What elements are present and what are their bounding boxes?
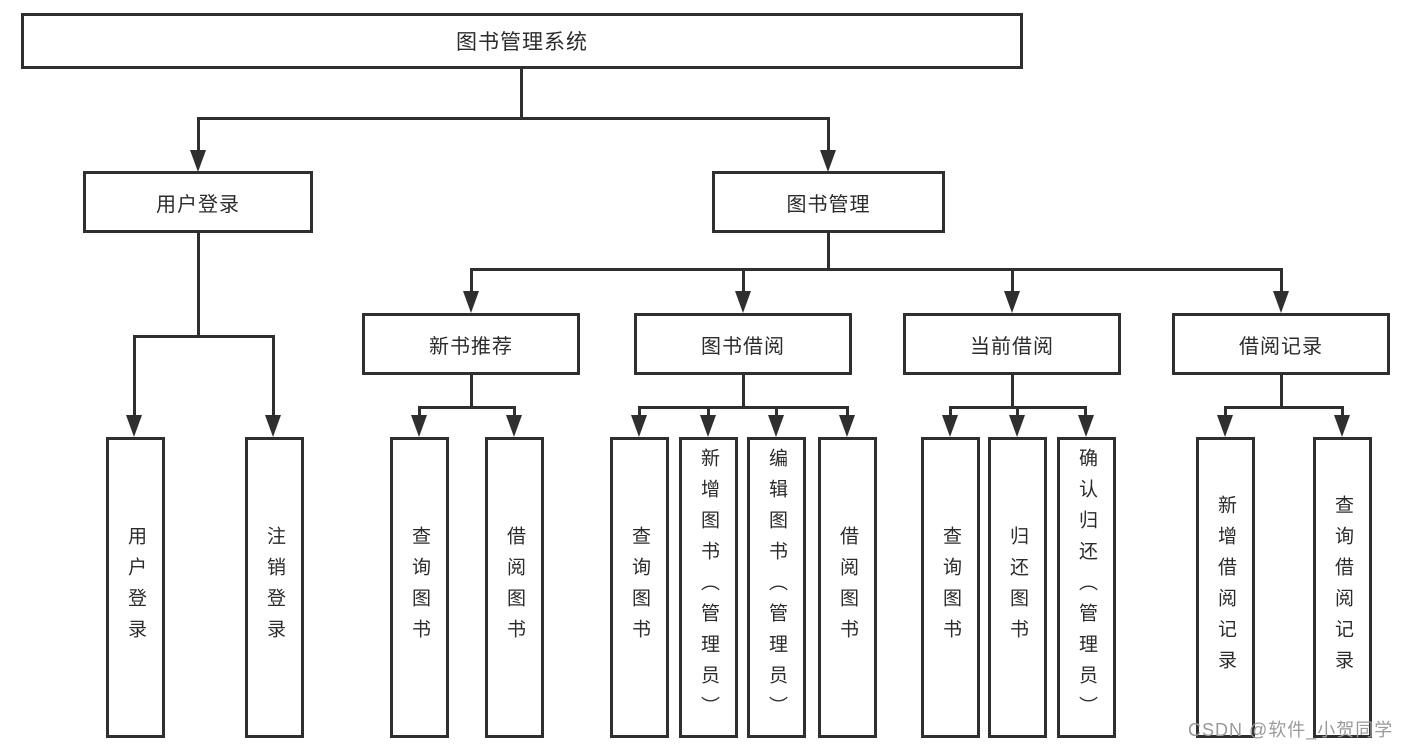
arrow-down-icon [265, 415, 281, 437]
leaf-query-books-newbook: 查询图书 [390, 437, 449, 738]
connector-leaf-stem [418, 406, 421, 418]
arrow-down-icon [1078, 415, 1094, 437]
node-label: 用户登录 [156, 193, 240, 216]
connector-user-login-drop [197, 233, 200, 337]
node-label: 图书管理 [786, 193, 871, 216]
node-borrow-records: 借阅记录 [1172, 313, 1390, 375]
arrow-down-icon [735, 291, 751, 313]
leaf-label: 新增借阅记录 [1215, 494, 1236, 681]
connector-stem-user-login [197, 117, 200, 152]
arrow-down-icon [942, 415, 958, 437]
node-label: 图书管理系统 [456, 31, 588, 54]
connector-leaf-stem [775, 406, 778, 418]
node-label: 新书推荐 [429, 335, 513, 358]
connector-level2-branch [197, 117, 830, 120]
node-current-borrow: 当前借阅 [903, 313, 1121, 375]
leaf-label: 查询图书 [409, 525, 430, 650]
connector-stem-leaf-login [133, 335, 136, 417]
connector-new-book-branch [418, 406, 516, 409]
connector-leaf-stem [1084, 406, 1087, 418]
leaf-user-login: 用户登录 [106, 437, 165, 738]
connector-book-borrow-drop [742, 374, 745, 408]
leaf-label: 查询图书 [940, 525, 961, 650]
connector-stem-book-borrow [742, 268, 745, 293]
node-library-management-system: 图书管理系统 [21, 13, 1023, 69]
connector-leaf-stem [707, 406, 710, 418]
leaf-label: 新增图书（管理员） [698, 448, 719, 727]
leaf-label: 用户登录 [125, 525, 146, 650]
connector-user-login-branch [133, 335, 275, 338]
node-book-borrow: 图书借阅 [634, 313, 852, 375]
leaf-borrow-books-borrow: 借阅图书 [818, 437, 877, 738]
arrow-down-icon [411, 415, 427, 437]
leaf-confirm-return-admin: 确认归还（管理员） [1057, 437, 1116, 738]
arrow-down-icon [506, 415, 522, 437]
connector-leaf-stem [1224, 406, 1227, 418]
node-label: 当前借阅 [970, 335, 1054, 358]
leaf-label: 注销登录 [264, 525, 285, 650]
arrow-down-icon [1004, 291, 1020, 313]
csdn-watermark: CSDN @软件_小贺同学 [1188, 720, 1394, 740]
connector-new-book-drop [470, 374, 473, 408]
connector-stem-borrow-records [1280, 268, 1283, 293]
arrow-down-icon [631, 415, 647, 437]
leaf-label: 编辑图书（管理员） [766, 448, 787, 727]
node-label: 借阅记录 [1239, 335, 1323, 358]
connector-root-drop [520, 68, 523, 119]
connector-leaf-stem [846, 406, 849, 418]
leaf-label: 查询借阅记录 [1332, 494, 1353, 681]
arrow-down-icon [463, 291, 479, 313]
arrow-down-icon [1217, 415, 1233, 437]
connector-leaf-stem [1016, 406, 1019, 418]
arrow-down-icon [1273, 291, 1289, 313]
connector-borrow-records-branch [1224, 406, 1344, 409]
arrow-down-icon [820, 150, 836, 172]
connector-stem-book-management [827, 117, 830, 152]
leaf-logout: 注销登录 [245, 437, 304, 738]
connector-book-borrow-branch [638, 406, 849, 409]
arrow-down-icon [1009, 415, 1025, 437]
connector-book-management-drop [827, 233, 830, 270]
leaf-label: 归还图书 [1007, 525, 1028, 650]
connector-leaf-stem [949, 406, 952, 418]
node-user-login: 用户登录 [83, 171, 313, 233]
connector-leaf-stem [1341, 406, 1344, 418]
leaf-edit-book-admin: 编辑图书（管理员） [747, 437, 806, 738]
leaf-add-borrow-record: 新增借阅记录 [1196, 437, 1255, 738]
arrow-down-icon [700, 415, 716, 437]
leaf-query-books-borrow: 查询图书 [610, 437, 669, 738]
connector-level3-branch [470, 268, 1283, 271]
arrow-down-icon [768, 415, 784, 437]
connector-leaf-stem [638, 406, 641, 418]
connector-stem-new-book [470, 268, 473, 293]
leaf-return-book: 归还图书 [988, 437, 1047, 738]
leaf-label: 借阅图书 [837, 525, 858, 650]
connector-current-borrow-drop [1011, 374, 1014, 408]
node-label: 图书借阅 [701, 335, 785, 358]
connector-stem-current-borrow [1011, 268, 1014, 293]
arrow-down-icon [126, 415, 142, 437]
connector-leaf-stem [513, 406, 516, 418]
leaf-label: 借阅图书 [504, 525, 525, 650]
node-new-book-recommend: 新书推荐 [362, 313, 580, 375]
leaf-query-borrow-record: 查询借阅记录 [1313, 437, 1372, 738]
leaf-add-book-admin: 新增图书（管理员） [679, 437, 738, 738]
leaf-label: 确认归还（管理员） [1076, 448, 1097, 727]
leaf-query-books-current: 查询图书 [921, 437, 980, 738]
connector-borrow-records-drop [1280, 374, 1283, 408]
arrow-down-icon [839, 415, 855, 437]
arrow-down-icon [190, 150, 206, 172]
leaf-borrow-books-newbook: 借阅图书 [485, 437, 544, 738]
node-book-management: 图书管理 [712, 171, 945, 233]
leaf-label: 查询图书 [629, 525, 650, 650]
arrow-down-icon [1334, 415, 1350, 437]
connector-stem-leaf-logout [272, 335, 275, 417]
